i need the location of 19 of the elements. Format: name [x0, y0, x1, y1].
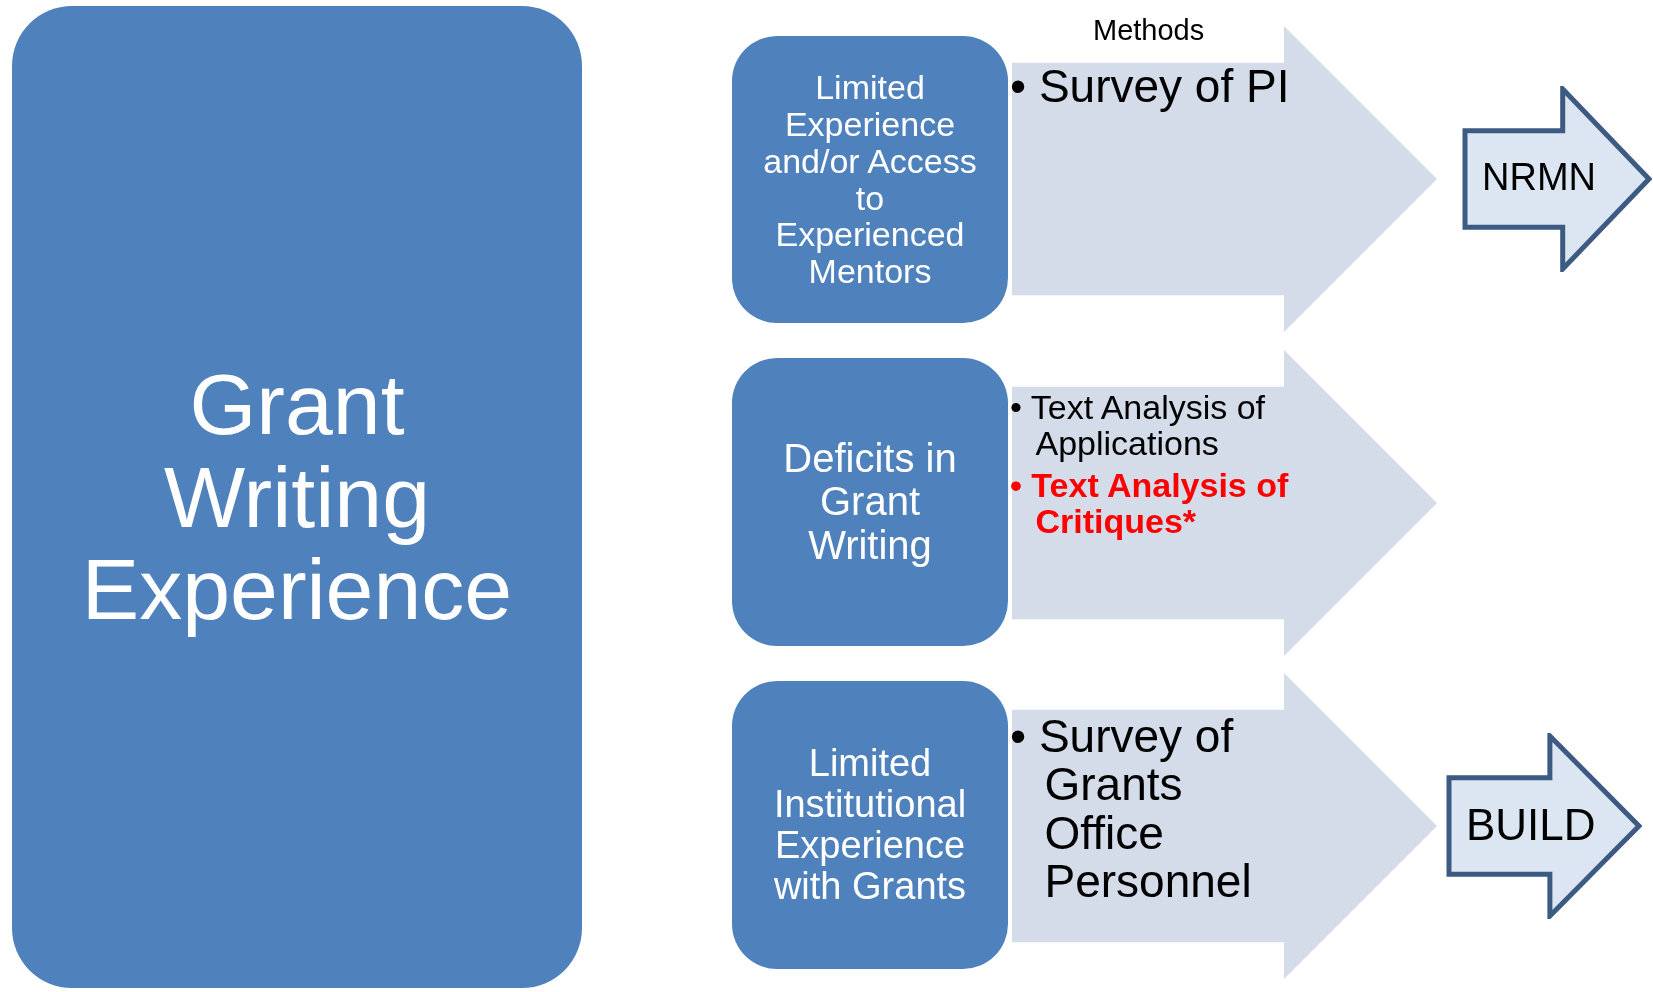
box-text: Limited Experience and/or Access to Experienced Mentors	[762, 69, 978, 290]
rounded-box	[732, 681, 1008, 969]
rounded-box	[732, 358, 1008, 646]
bullet-item: • Survey of Grants Office Personnel	[1010, 712, 1253, 906]
column-heading: Methods	[1093, 14, 1205, 47]
bullet-item: • Text Analysis of Applications	[1010, 390, 1267, 462]
arrow-shape	[1446, 733, 1642, 919]
rounded-box	[732, 36, 1008, 323]
arrow-text: NRMN	[1482, 156, 1596, 200]
box-text: Grant Writing Experience	[80, 357, 514, 637]
arrow-text: BUILD	[1466, 799, 1596, 851]
arrow-shape	[1012, 350, 1437, 656]
bullet-item: • Survey of PI	[1010, 62, 1291, 111]
box-text: Deficits in Grant Writing	[782, 437, 958, 567]
rounded-box	[12, 6, 582, 988]
arrow-shape	[1012, 673, 1437, 979]
bullet-item: • Text Analysis of Critiques*	[1010, 468, 1290, 540]
box-text: Limited Institutional Experience with Grants	[772, 742, 968, 908]
arrow-shape	[1462, 86, 1652, 272]
